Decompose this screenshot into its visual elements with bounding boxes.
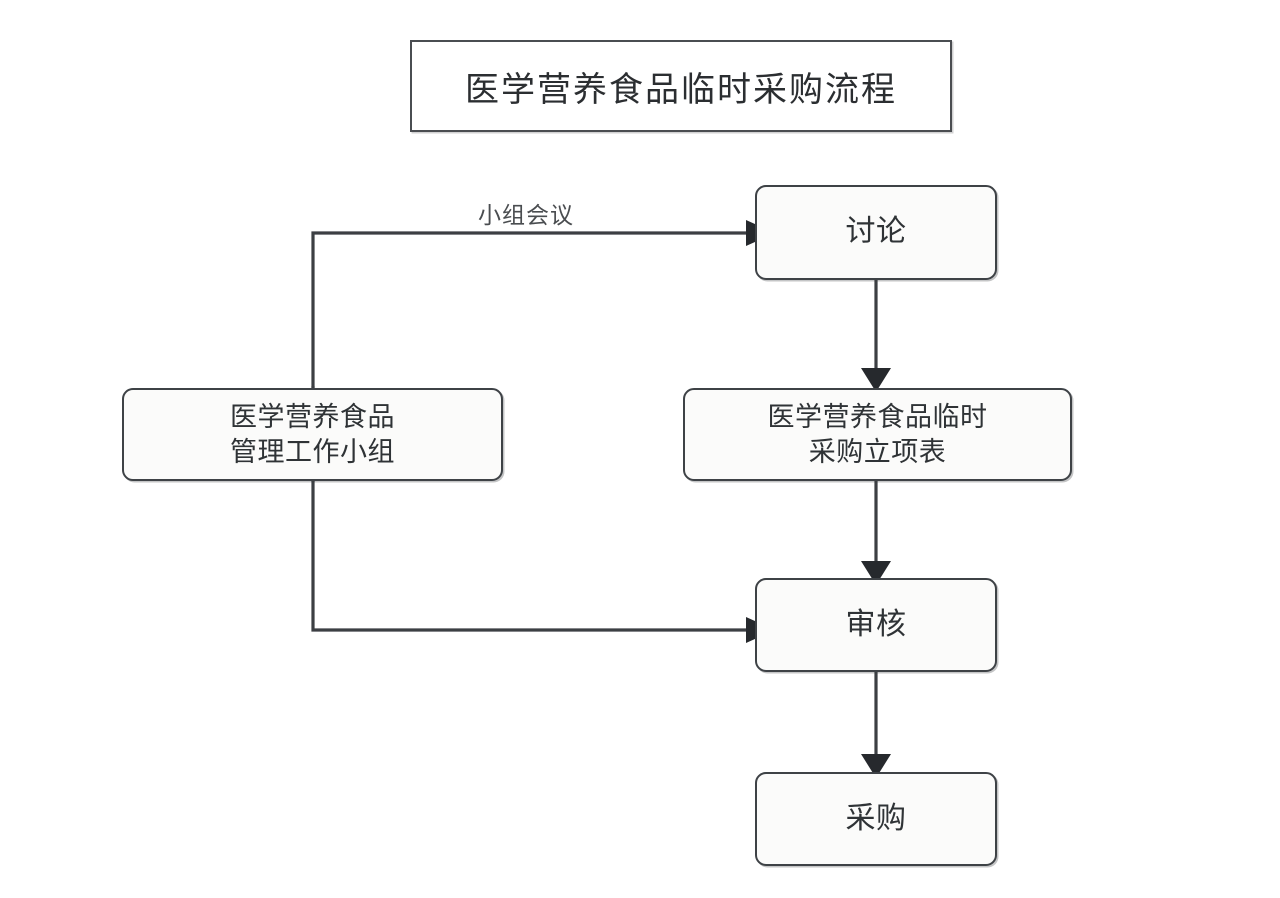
edge-label-group-meeting: 小组会议 <box>478 202 574 228</box>
node-discussion-label: 讨论 <box>845 215 907 249</box>
node-procurement-form-label: 医学营养食品临时 采购立项表 <box>767 401 988 467</box>
edge-discussion-to-form <box>861 280 891 392</box>
diagram-title-box: 医学营养食品临时采购流程 <box>410 40 952 132</box>
edge-form-to-review <box>861 480 891 585</box>
page-title: 医学营养食品临时采购流程 <box>465 71 897 109</box>
node-review-label: 审核 <box>845 607 907 641</box>
node-procurement-form[interactable]: 医学营养食品临时 采购立项表 <box>683 388 1072 481</box>
node-review[interactable]: 审核 <box>755 578 997 672</box>
node-purchase[interactable]: 采购 <box>755 772 997 866</box>
node-management-group[interactable]: 医学营养食品 管理工作小组 <box>122 388 503 481</box>
node-discussion[interactable]: 讨论 <box>755 185 997 280</box>
node-management-group-label: 医学营养食品 管理工作小组 <box>230 401 395 467</box>
edge-review-to-purchase <box>861 672 891 778</box>
node-purchase-label: 采购 <box>845 801 907 835</box>
